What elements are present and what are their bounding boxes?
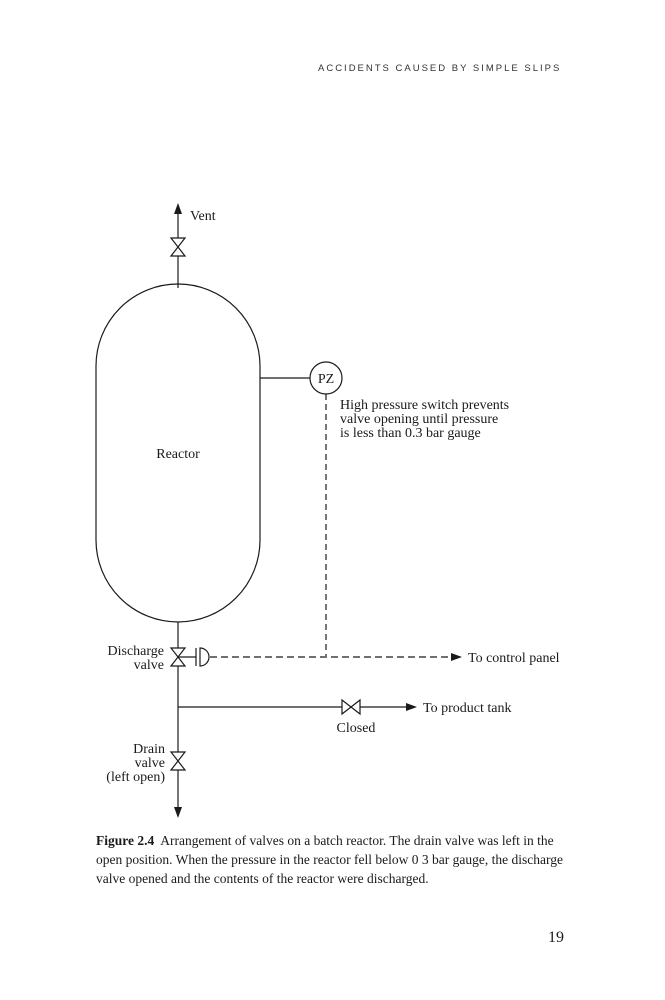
switch-note-line-3: is less than 0.3 bar gauge — [340, 426, 481, 441]
product-tank-arrow-icon — [406, 703, 417, 711]
drain-valve-label-2: valve — [135, 756, 165, 771]
drain-arrow-icon — [174, 807, 182, 818]
reactor-vessel — [95, 283, 261, 623]
drain-valve — [169, 751, 187, 771]
to-product-tank-label: To product tank — [423, 701, 511, 716]
closed-label: Closed — [337, 721, 376, 736]
vent-valve — [169, 237, 187, 257]
figure-number: Figure 2.4 — [96, 833, 155, 848]
drain-valve-label-1: Drain — [133, 742, 165, 757]
control-panel-arrow-icon — [451, 653, 462, 661]
discharge-valve-label-2: valve — [134, 658, 164, 673]
to-control-panel-label: To control panel — [468, 651, 560, 666]
page-number: 19 — [548, 929, 564, 946]
discharge-actuator-dome — [199, 647, 210, 667]
vent-arrow-icon — [174, 203, 182, 214]
pz-label: PZ — [318, 372, 334, 387]
drain-valve-label-3: (left open) — [106, 770, 165, 785]
vent-label: Vent — [190, 209, 216, 224]
discharge-valve — [169, 647, 187, 667]
discharge-valve-label-1: Discharge — [108, 644, 165, 659]
reactor-label: Reactor — [156, 447, 200, 462]
running-head: ACCIDENTS CAUSED BY SIMPLE SLIPS — [318, 63, 562, 74]
switch-note-line-1: High pressure switch prevents — [340, 398, 509, 413]
caption-text: Arrangement of valves on a batch reactor… — [96, 833, 563, 886]
closed-valve — [341, 698, 361, 716]
switch-note-line-2: valve opening until pressure — [340, 412, 498, 427]
